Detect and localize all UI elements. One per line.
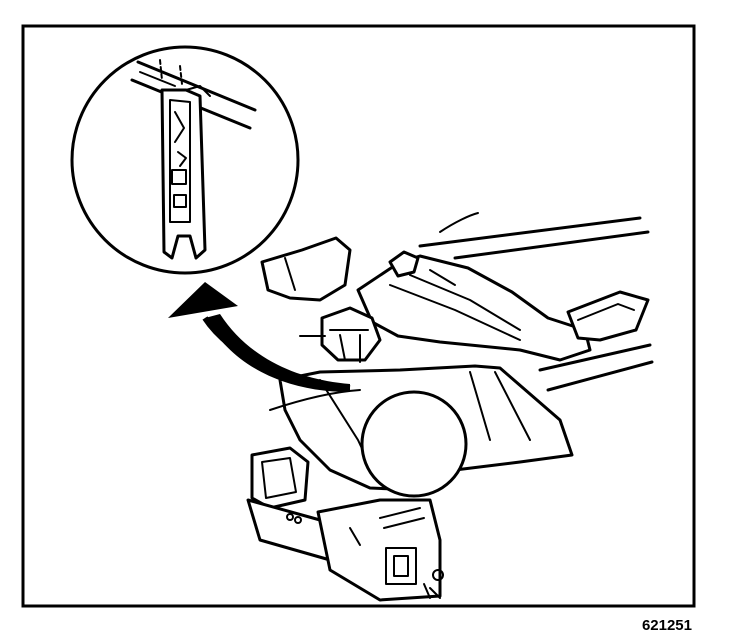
detail-inset xyxy=(70,45,300,275)
direction-arrow xyxy=(168,282,351,392)
figure-number: 621251 xyxy=(642,617,692,634)
blower-motor xyxy=(360,390,468,498)
blower-housing-assembly xyxy=(246,212,654,602)
figure-border xyxy=(21,24,696,608)
